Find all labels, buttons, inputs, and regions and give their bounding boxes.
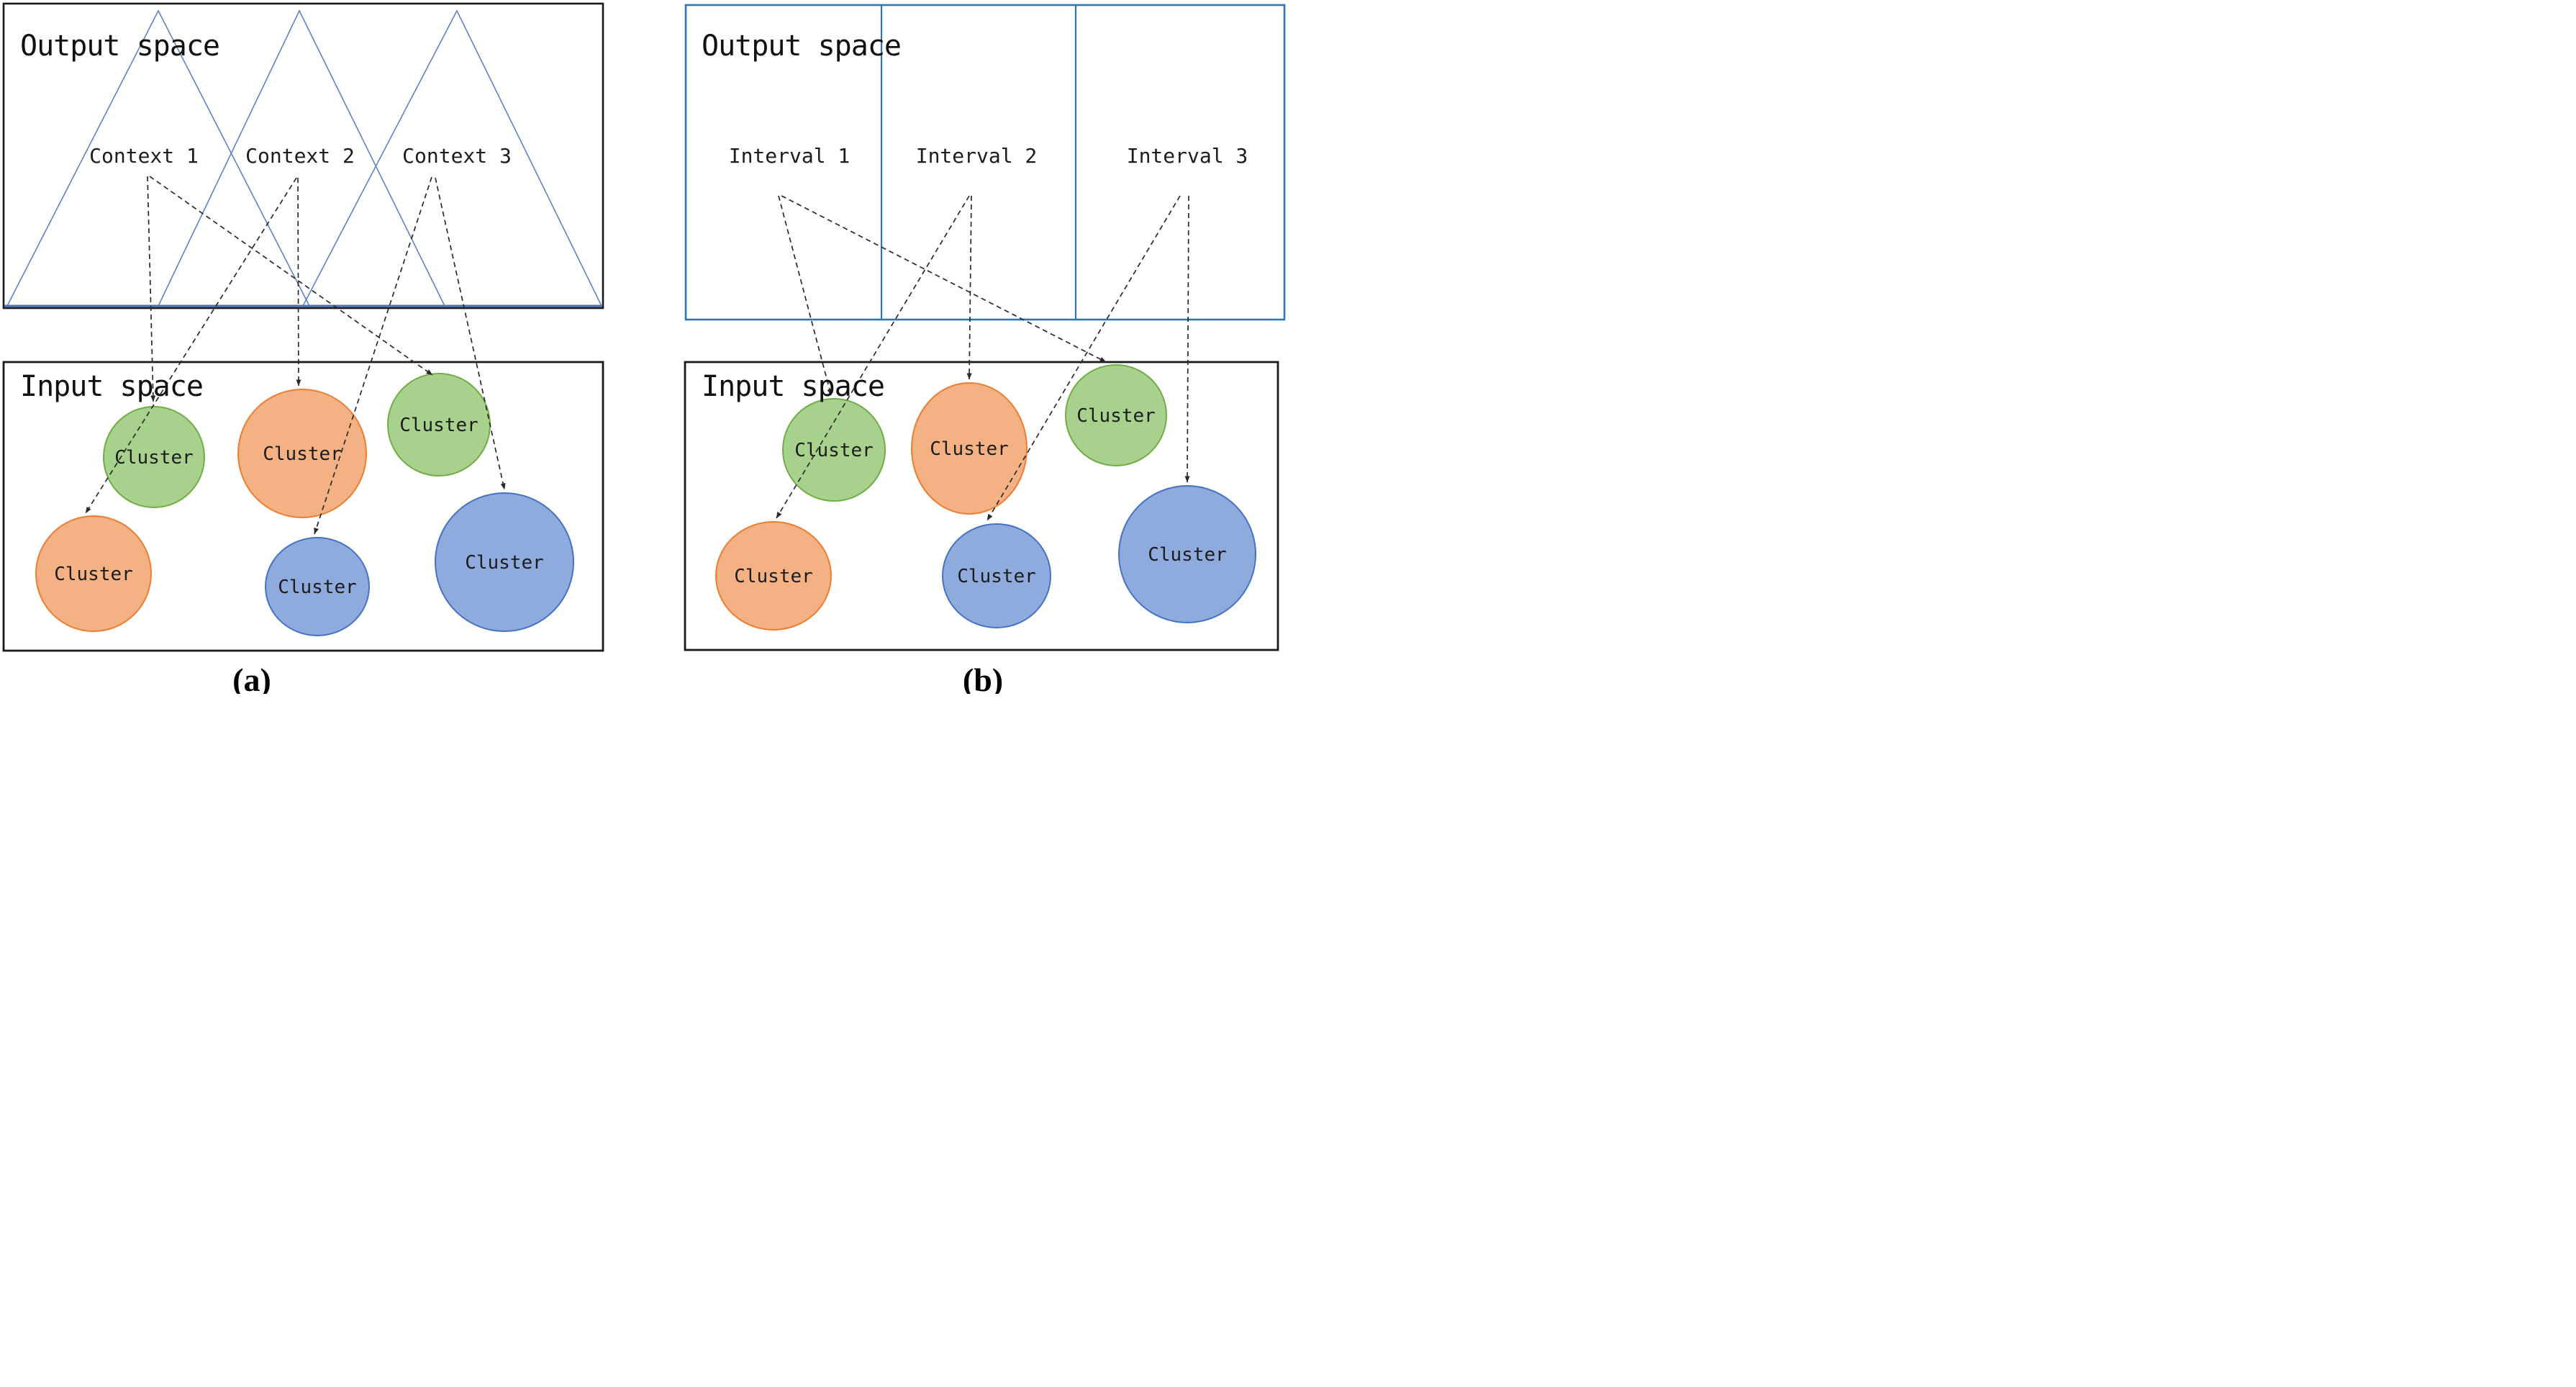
panel-b-cluster-orange-middle [911, 382, 1028, 515]
panel-a-cluster-blue-lower-middle [265, 537, 370, 636]
panel-b-mapping-arrow-5 [987, 195, 1181, 521]
panel-a-cluster-label-blue-lower-middle: Cluster [278, 577, 357, 598]
panel-b-cluster-green-upper-left [782, 398, 886, 502]
panel-a-cluster-label-green-upper-left: Cluster [114, 447, 194, 469]
panel-b-cluster-blue-lower-middle [942, 523, 1051, 628]
panel-b-mapping-arrow-2 [781, 195, 1107, 363]
panel-b-cluster-label-green-upper-right: Cluster [1076, 405, 1156, 427]
panel-a-mapping-arrow-6 [435, 177, 506, 490]
panel-b-mapping-arrow-6 [1184, 195, 1190, 483]
panel-a-input-space-box [2, 361, 604, 652]
panel-b-cluster-label-blue-large-right: Cluster [1148, 544, 1227, 566]
panel-a-mapping-arrow-4 [85, 177, 297, 514]
panel-b-cluster-orange-lower-left [715, 521, 832, 631]
panel-b-cluster-green-upper-right [1065, 364, 1167, 466]
panel-a-cluster-label-orange-lower-left: Cluster [54, 564, 133, 585]
panel-b-mapping-arrow-3 [966, 195, 972, 380]
panel-a-mapping-arrow-2 [149, 176, 433, 376]
panel-a-cluster-orange-lower-left [35, 515, 152, 632]
panel-b-cluster-label-blue-lower-middle: Cluster [957, 566, 1036, 587]
panel-b-cluster-label-orange-lower-left: Cluster [734, 566, 813, 587]
panel-a-mapping-arrow-1 [147, 176, 156, 402]
panel-a-cluster-green-upper-left [103, 406, 205, 508]
panel-a-cluster-orange-middle [237, 389, 367, 518]
panel-b-output-space-box [684, 4, 1286, 321]
panel-b-cluster-blue-large-right [1118, 485, 1256, 623]
panel-b-input-space-box [684, 361, 1279, 651]
panel-a-mapping-arrow-3 [296, 177, 301, 387]
panel-a-mapping-arrow-5 [314, 176, 432, 535]
panel-a-membership-triangle-2 [158, 9, 445, 307]
panel-a-cluster-label-green-upper-right: Cluster [399, 415, 479, 436]
panel-a-output-space-box [2, 2, 604, 310]
panel-b-cluster-label-green-upper-left: Cluster [794, 440, 874, 461]
panel-a-cluster-label-orange-middle: Cluster [263, 443, 342, 465]
panel-a-cluster-label-blue-large-right: Cluster [465, 552, 544, 574]
panel-a-membership-triangle-3 [302, 9, 602, 307]
panel-a-membership-triangle-1 [6, 9, 310, 307]
panel-a-cluster-blue-large-right [435, 492, 574, 632]
panel-b-cluster-label-orange-middle: Cluster [930, 438, 1009, 460]
panel-b-mapping-arrow-4 [776, 195, 970, 519]
panel-b-mapping-arrow-1 [778, 195, 833, 396]
